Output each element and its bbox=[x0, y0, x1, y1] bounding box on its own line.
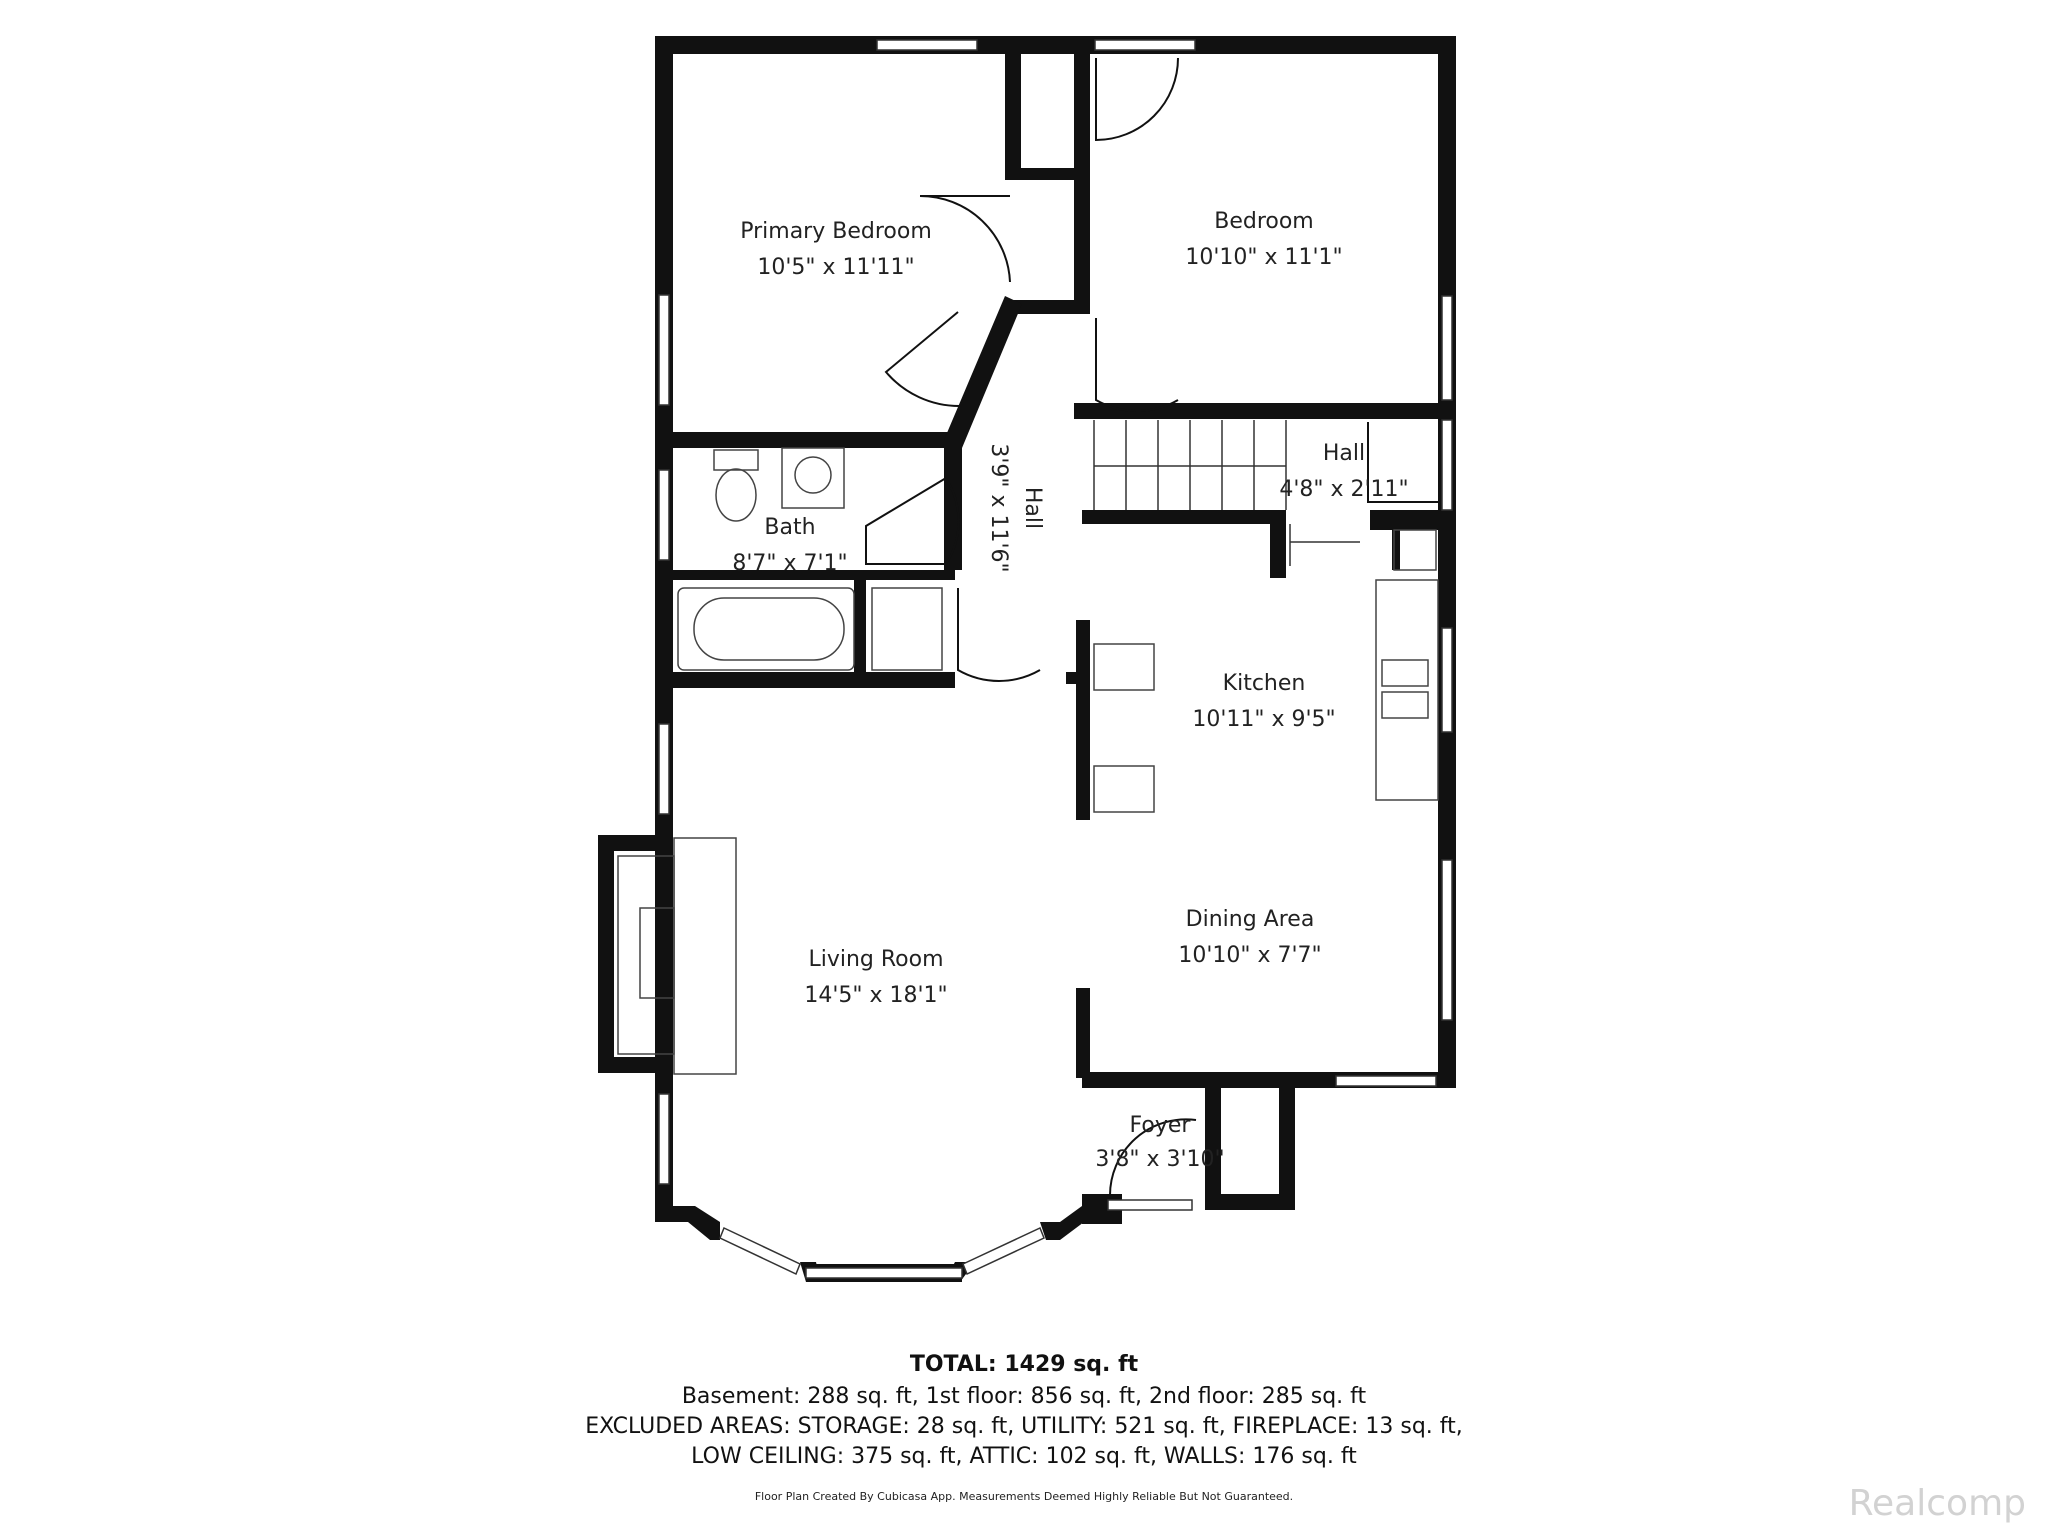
total-area: TOTAL: 1429 sq. ft bbox=[909, 1352, 1139, 1377]
excluded-areas: EXCLUDED AREAS: STORAGE: 28 sq. ft, UTIL… bbox=[585, 1414, 1463, 1439]
room-size: 10'10" x 7'7" bbox=[1178, 943, 1321, 968]
room-size: 10'11" x 9'5" bbox=[1192, 707, 1335, 732]
room-name: Dining Area bbox=[1186, 907, 1315, 932]
room-size: 3'8" x 3'10" bbox=[1095, 1147, 1224, 1172]
fixtures bbox=[617, 447, 1439, 1075]
room-name: Bedroom bbox=[1214, 209, 1314, 234]
room-size: 10'10" x 11'1" bbox=[1185, 245, 1342, 270]
room-name: Primary Bedroom bbox=[740, 219, 932, 244]
windows bbox=[658, 39, 1453, 1279]
walls bbox=[598, 36, 1456, 1282]
room-name: Foyer bbox=[1130, 1113, 1192, 1138]
room-name: Bath bbox=[764, 515, 815, 540]
excluded-areas-continued: LOW CEILING: 375 sq. ft, ATTIC: 102 sq. … bbox=[691, 1444, 1357, 1469]
room-size: 3'9" x 11'6" bbox=[986, 443, 1011, 572]
room-size: 8'7" x 7'1" bbox=[732, 551, 847, 576]
room-name: Kitchen bbox=[1223, 671, 1306, 696]
floor-areas: Basement: 288 sq. ft, 1st floor: 856 sq.… bbox=[681, 1384, 1367, 1409]
stairs bbox=[1093, 420, 1360, 566]
room-size: 4'8" x 2'11" bbox=[1279, 477, 1408, 502]
room-name: Hall bbox=[1323, 441, 1365, 466]
disclaimer: Floor Plan Created By Cubicasa App. Meas… bbox=[754, 1490, 1294, 1503]
room-name: Living Room bbox=[808, 947, 943, 972]
room-size: 10'5" x 11'11" bbox=[757, 255, 914, 280]
room-size: 14'5" x 18'1" bbox=[804, 983, 947, 1008]
room-name: Hall bbox=[1020, 487, 1045, 529]
watermark: Realcomp bbox=[1848, 1483, 2026, 1524]
room-labels: Primary Bedroom 10'5" x 11'11" Bedroom 1… bbox=[732, 209, 1408, 1172]
doors bbox=[865, 57, 1438, 1197]
